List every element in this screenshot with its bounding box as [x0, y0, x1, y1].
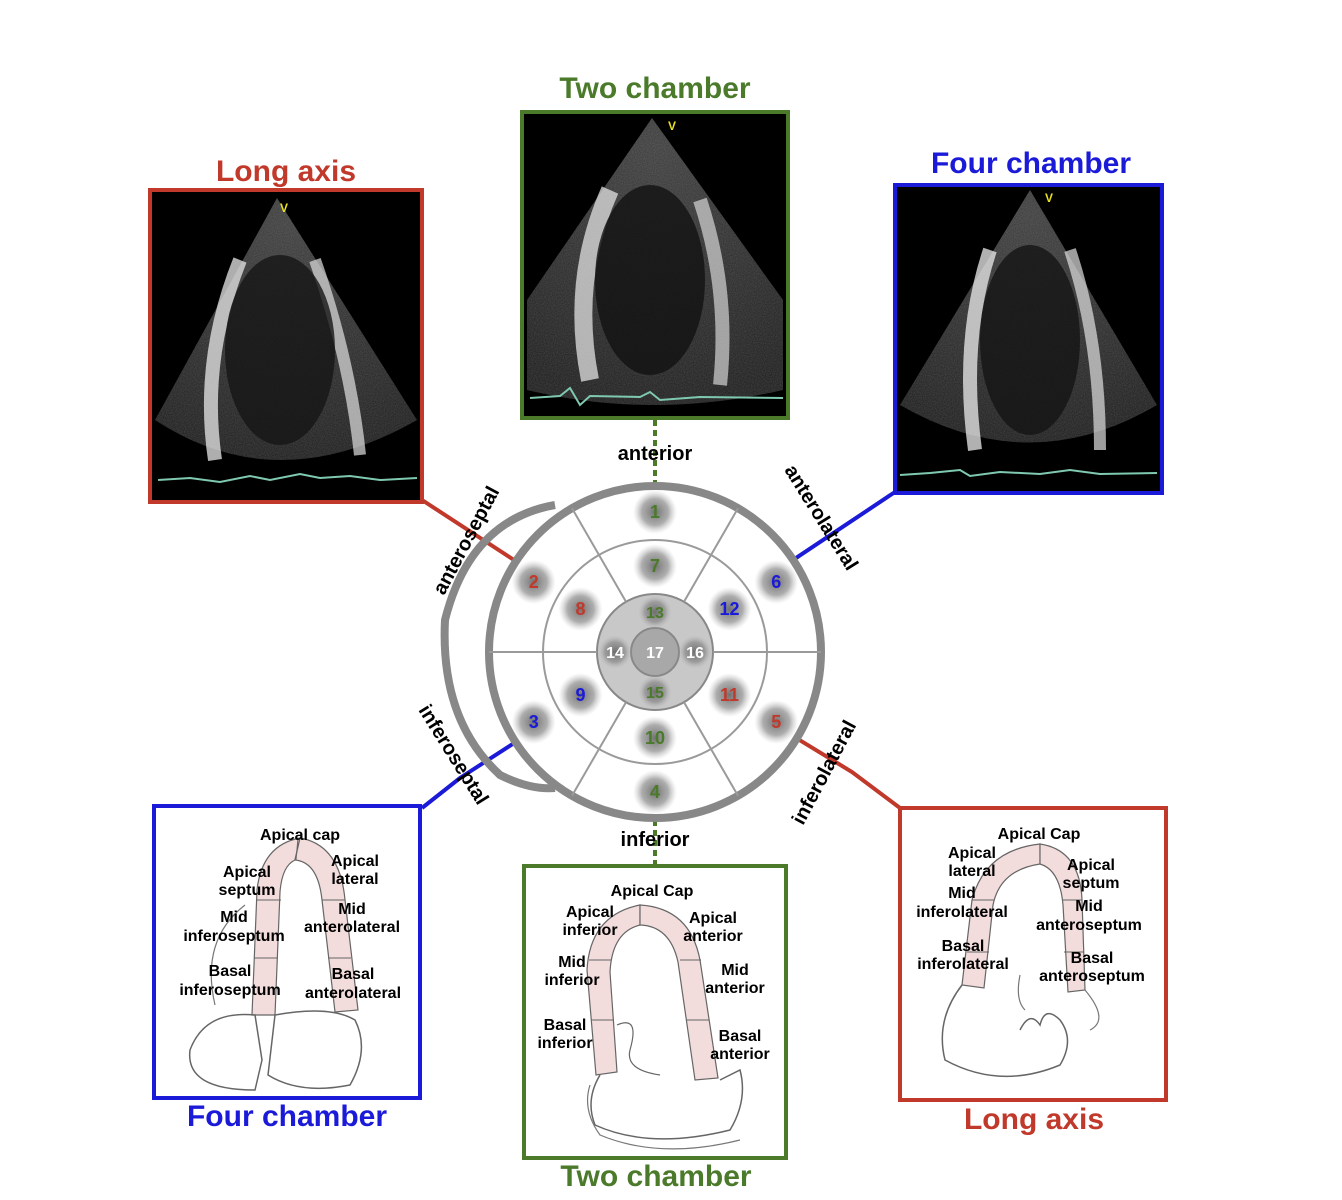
segment-marker-glow-3 [511, 700, 556, 744]
label-la-mid-anteroseptum-1: Mid [1075, 898, 1103, 915]
label-la-basal-anteroseptum-1: Basal [1071, 950, 1114, 967]
segment-marker-glow-4 [633, 770, 677, 814]
label-4ch-mid-anterolateral-1: Mid [338, 901, 366, 918]
label-2ch-mid-inferior-1: Mid [558, 954, 586, 971]
echo-image-long-axis: V [148, 188, 424, 504]
wall-label-inferior: inferior [621, 829, 690, 851]
segment-number-7: 7 [650, 556, 660, 576]
label-4ch-apical-septum-1: Apical [223, 864, 271, 881]
label-4ch-mid-anterolateral-2: anterolateral [304, 919, 400, 936]
segment-marker-glow-1 [633, 490, 677, 534]
segment-number-8: 8 [576, 599, 586, 619]
schematic-long-axis: Apical Cap Apical lateral Apical septum … [898, 806, 1168, 1102]
segment-number-9: 9 [576, 685, 586, 705]
echo-marker-long-axis: V [280, 201, 288, 215]
segment-number-4: 4 [650, 782, 660, 802]
label-la-apical-cap: Apical Cap [998, 826, 1081, 843]
echo-image-four-chamber: V [893, 183, 1164, 495]
label-2ch-mid-anterior-1: Mid [721, 962, 749, 979]
label-la-apical-septum-1: Apical [1067, 857, 1115, 874]
segment-divider [571, 701, 627, 797]
segment-number-1: 1 [650, 502, 660, 522]
label-4ch-mid-inferoseptum-2: inferoseptum [183, 928, 284, 945]
label-la-basal-inferolateral-2: inferolateral [917, 956, 1009, 973]
segment-number-2: 2 [529, 572, 539, 592]
segment-marker-glow-10 [633, 716, 677, 760]
echo-marker-two-chamber: V [668, 119, 676, 133]
label-4ch-apical-lateral-1: Apical [331, 853, 379, 870]
segment-number-14: 14 [606, 645, 624, 662]
segment-marker-glow-8 [558, 587, 603, 631]
segment-number-6: 6 [771, 572, 781, 592]
label-la-basal-anteroseptum-2: anteroseptum [1039, 968, 1145, 985]
label-2ch-mid-anterior-2: anterior [705, 980, 765, 997]
segment-marker-glow-9 [558, 673, 603, 717]
label-la-mid-inferolateral-1: Mid [948, 885, 976, 902]
segment-marker-glow-15 [638, 675, 672, 709]
label-la-basal-inferolateral-1: Basal [942, 938, 985, 955]
label-la-mid-inferolateral-2: inferolateral [916, 904, 1008, 921]
echo-marker-four-chamber: V [1045, 191, 1053, 205]
label-4ch-apical-lateral-2: lateral [331, 871, 378, 888]
label-2ch-apical-anterior-1: Apical [689, 910, 737, 927]
segment-number-15: 15 [646, 685, 664, 702]
label-2ch-basal-anterior-1: Basal [719, 1028, 762, 1045]
segment-dividers [489, 507, 821, 797]
segment-number-3: 3 [529, 712, 539, 732]
segment-marker-glow-7 [633, 544, 677, 588]
segment-number-5: 5 [771, 712, 781, 732]
segment-number-17: 17 [646, 645, 664, 662]
label-2ch-basal-inferior-2: inferior [537, 1035, 592, 1052]
label-4ch-basal-anterolateral-2: anterolateral [305, 985, 401, 1002]
schematic-two-chamber: Apical Cap Apical inferior Apical anteri… [522, 864, 788, 1160]
segment-number-13: 13 [646, 605, 664, 622]
label-4ch-basal-inferoseptum-1: Basal [209, 963, 252, 980]
segment-marker-glow-14 [598, 635, 632, 669]
label-la-apical-septum-2: septum [1063, 875, 1120, 892]
segment-divider [683, 507, 739, 603]
wall-label-anterior: anterior [618, 443, 693, 465]
label-la-apical-lateral-1: Apical [948, 845, 996, 862]
label-la-apical-lateral-2: lateral [948, 863, 995, 880]
segment-marker-glow-16 [678, 635, 712, 669]
segment-divider [571, 507, 627, 603]
label-2ch-apical-inferior-1: Apical [566, 904, 614, 921]
segment-divider [683, 701, 739, 797]
label-2ch-basal-anterior-2: anterior [710, 1046, 770, 1063]
title-top-two-chamber: Two chamber [559, 72, 751, 105]
right-ventricle-outline [440, 501, 556, 793]
label-2ch-mid-inferior-2: inferior [544, 972, 599, 989]
title-top-long-axis: Long axis [215, 155, 357, 188]
segment-number-16: 16 [686, 645, 704, 662]
label-4ch-mid-inferoseptum-1: Mid [220, 909, 248, 926]
segment-number-12: 12 [719, 599, 739, 619]
segment-marker-glow-6 [754, 560, 799, 604]
label-2ch-apical-anterior-2: anterior [683, 928, 743, 945]
echo-image-two-chamber: V [520, 110, 790, 420]
segment-marker-glow-13 [638, 595, 672, 629]
title-bottom-two-chamber: Two chamber [560, 1160, 752, 1193]
label-4ch-apical-cap: Apical cap [260, 827, 340, 844]
segment-marker-glow-2 [511, 560, 556, 604]
label-2ch-apical-cap: Apical Cap [611, 883, 694, 900]
segment-marker-glow-5 [754, 700, 799, 744]
segment-marker-glow-11 [707, 673, 752, 717]
segment-marker-glow-12 [707, 587, 752, 631]
label-4ch-apical-septum-2: septum [219, 882, 276, 899]
title-top-four-chamber: Four chamber [930, 147, 1132, 180]
label-2ch-apical-inferior-2: inferior [562, 922, 617, 939]
segment-number-11: 11 [720, 685, 739, 705]
segment-number-10: 10 [645, 728, 665, 748]
title-bottom-four-chamber: Four chamber [186, 1100, 388, 1133]
label-la-mid-anteroseptum-2: anteroseptum [1036, 917, 1142, 934]
label-4ch-basal-anterolateral-1: Basal [332, 966, 375, 983]
schematic-four-chamber: Apical cap Apical septum Apical lateral … [152, 804, 422, 1100]
label-4ch-basal-inferoseptum-2: inferoseptum [179, 982, 280, 999]
wall-label-anteroseptal: anteroseptal [429, 483, 504, 598]
title-bottom-long-axis: Long axis [963, 1103, 1105, 1136]
label-2ch-basal-inferior-1: Basal [544, 1017, 587, 1034]
